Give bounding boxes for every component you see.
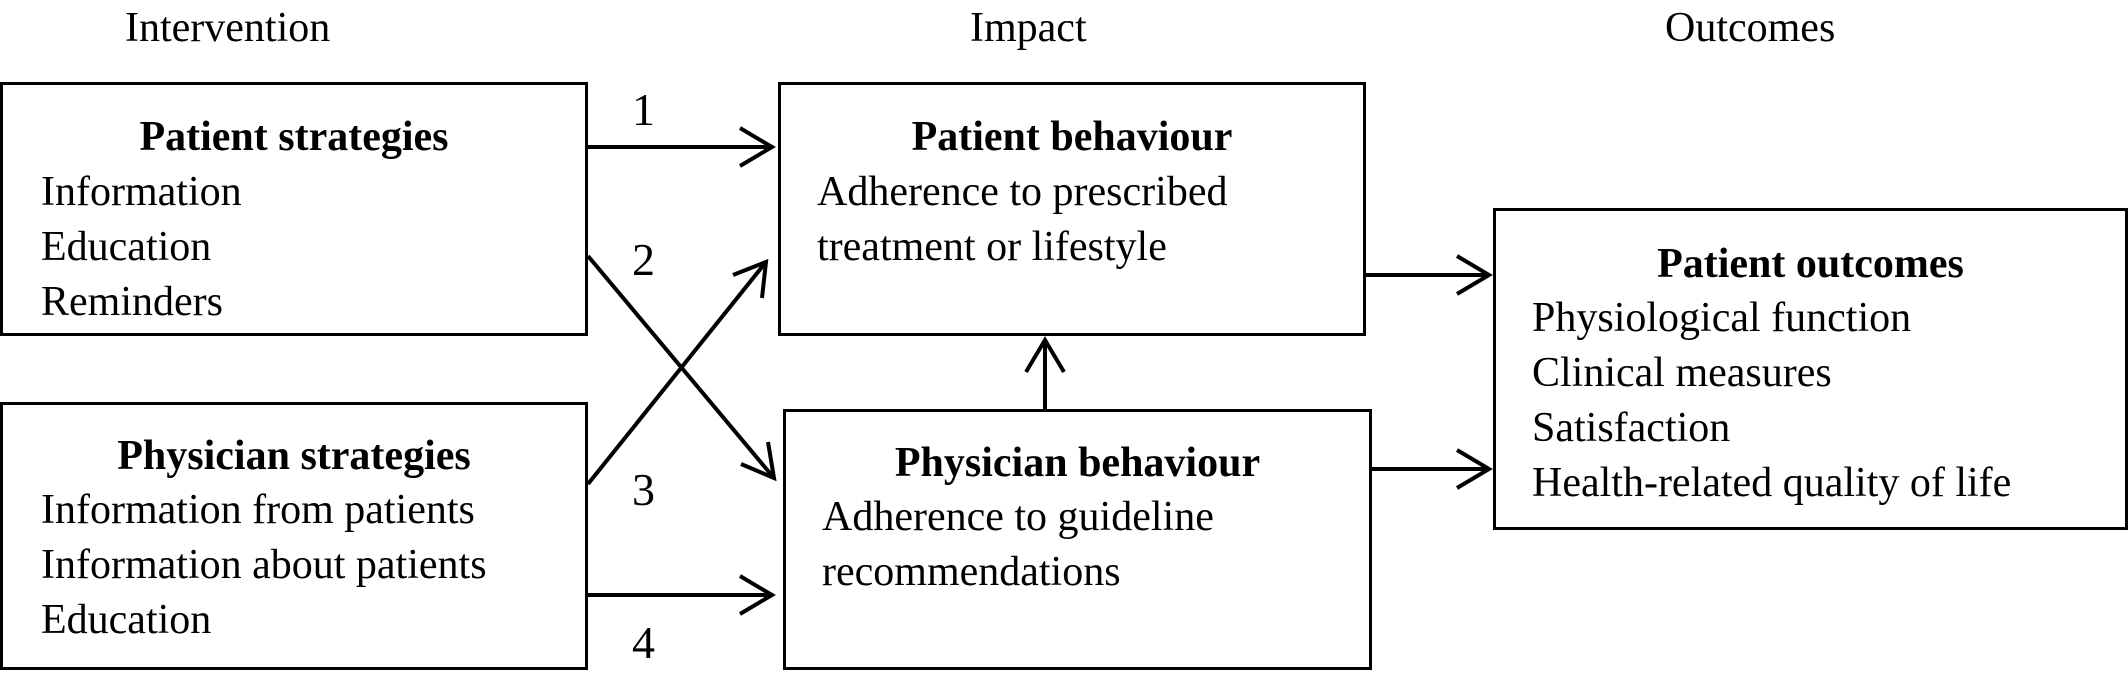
physician-behaviour-title: Physician behaviour <box>894 440 1261 486</box>
pathway-number-4: 4 <box>632 617 655 668</box>
arrow-patient-behaviour-to-outcomes <box>1366 254 1493 296</box>
pathway-number-2: 2 <box>632 234 655 285</box>
physician-strategies-title: Physician strategies <box>117 433 471 479</box>
physician-strategies-box: Physician strategies Information from pa… <box>0 402 588 670</box>
header-impact: Impact <box>970 5 1087 51</box>
physician-behaviour-item: Adherence to guideline <box>822 494 1214 540</box>
patient-strategy-item: Information <box>41 169 242 215</box>
pathway-number-3: 3 <box>632 464 655 515</box>
header-outcomes: Outcomes <box>1665 5 1836 51</box>
patient-strategy-item: Reminders <box>41 279 223 325</box>
patient-behaviour-box: Patient behaviour Adherence to prescribe… <box>778 82 1366 336</box>
physician-strategy-item: Education <box>41 597 212 643</box>
patient-outcomes-title: Patient outcomes <box>1657 241 1964 287</box>
physician-behaviour-item: recommendations <box>822 549 1121 595</box>
patient-outcome-item: Satisfaction <box>1532 405 1731 451</box>
patient-strategy-item: Education <box>41 224 212 270</box>
arrow-physician-behaviour-to-outcomes <box>1372 448 1493 490</box>
physician-behaviour-box: Physician behaviour Adherence to guideli… <box>783 409 1372 670</box>
arrow-1 <box>588 126 776 168</box>
arrow-3 <box>586 258 769 486</box>
patient-outcome-item: Physiological function <box>1532 295 1912 341</box>
patient-behaviour-title: Patient behaviour <box>911 114 1233 160</box>
arrow-4 <box>588 574 776 616</box>
physician-strategy-item: Information from patients <box>41 487 475 533</box>
arrow-physician-to-patient-behaviour <box>1024 336 1066 409</box>
physician-strategy-item: Information about patients <box>41 542 487 588</box>
patient-strategies-title: Patient strategies <box>139 114 449 160</box>
patient-outcomes-box: Patient outcomes Physiological function … <box>1493 208 2128 530</box>
patient-behaviour-item: Adherence to prescribed <box>817 169 1228 215</box>
patient-outcome-item: Clinical measures <box>1532 350 1832 396</box>
patient-behaviour-item: treatment or lifestyle <box>817 224 1167 270</box>
header-intervention: Intervention <box>125 5 331 51</box>
patient-outcome-item: Health-related quality of life <box>1532 460 2012 506</box>
pathway-number-1: 1 <box>632 84 655 135</box>
patient-strategies-box: Patient strategies Information Education… <box>0 82 588 336</box>
